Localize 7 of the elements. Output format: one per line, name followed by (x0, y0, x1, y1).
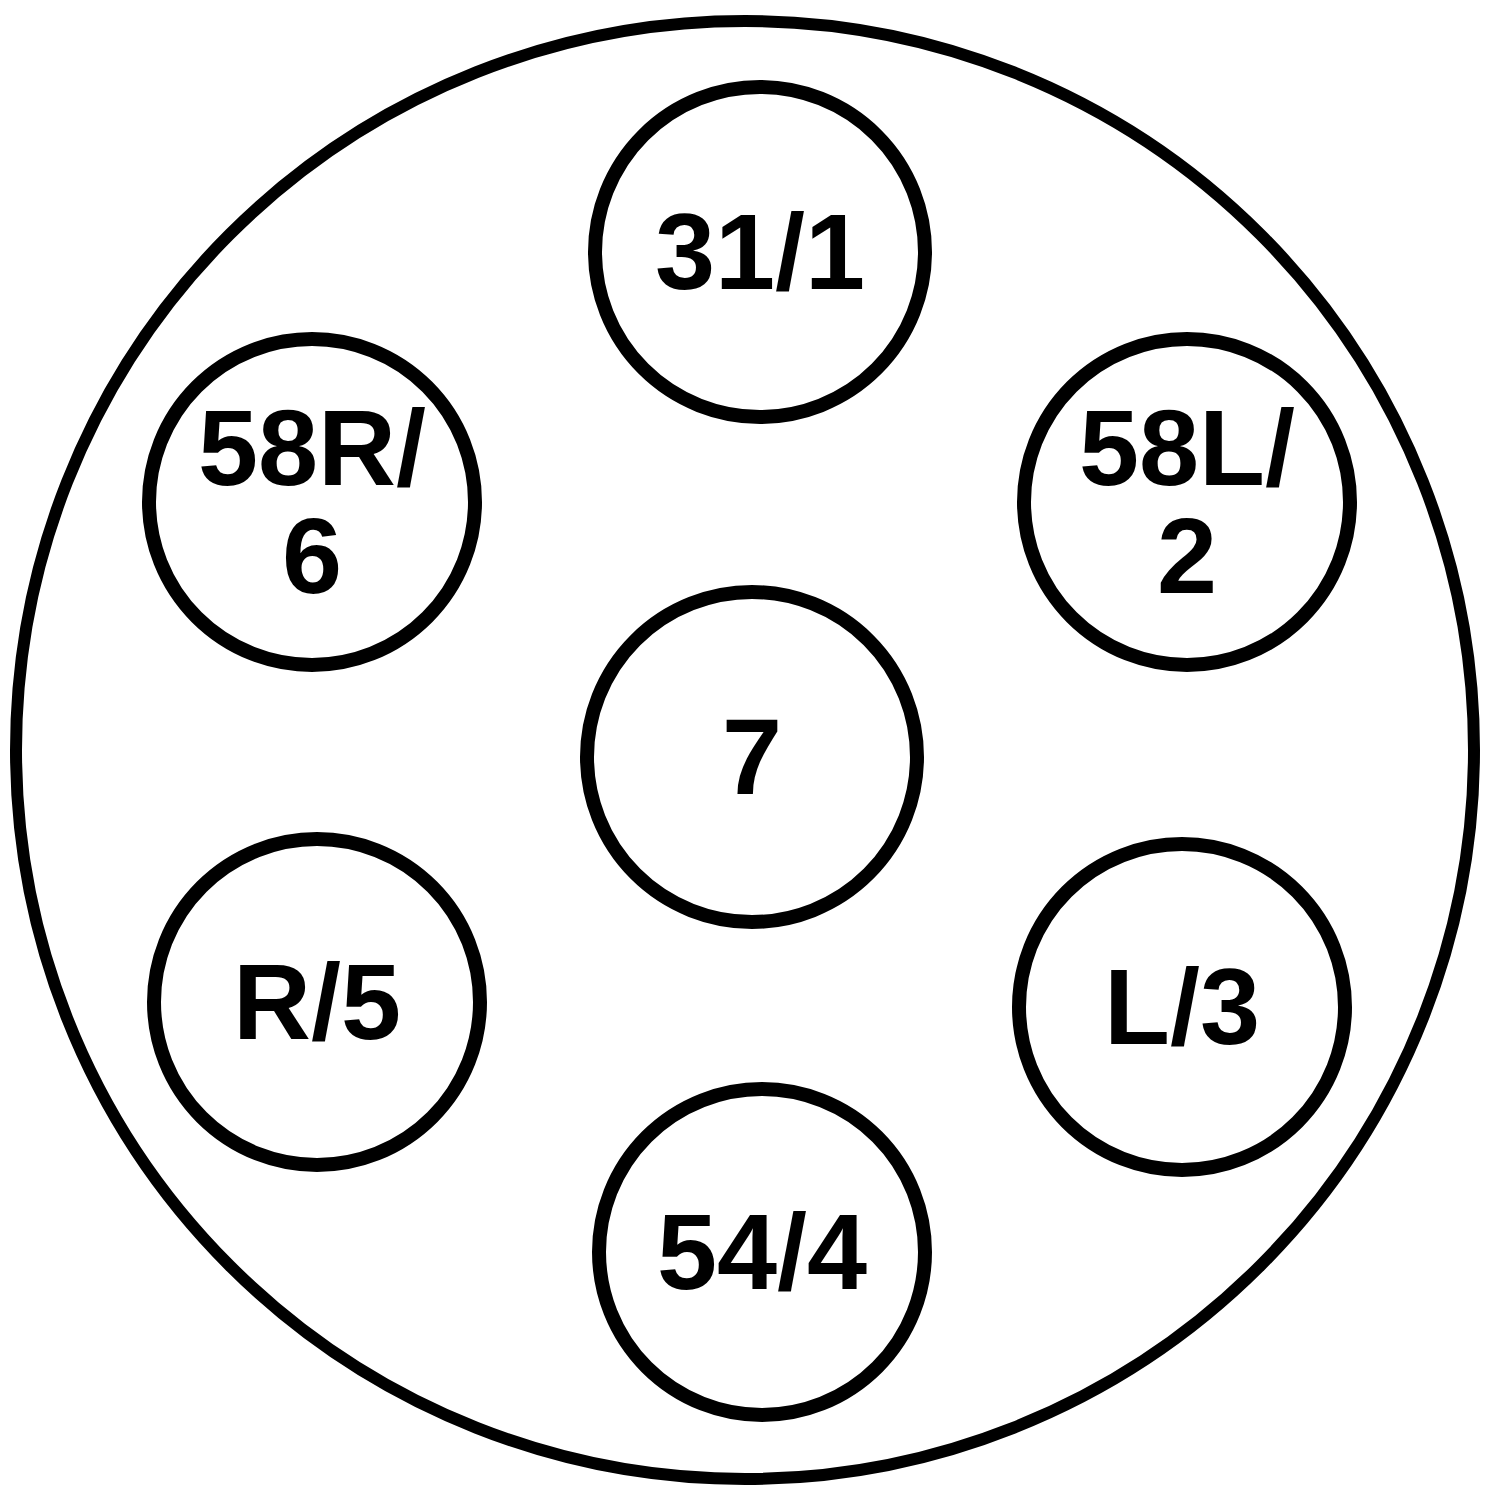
pin-label: 7 (721, 703, 783, 811)
pin-label: 54/4 (656, 1198, 868, 1306)
pin-label: L/3 (1103, 953, 1260, 1061)
pin-label: 58L/ 2 (1077, 394, 1297, 610)
pin-label: 31/1 (654, 198, 866, 306)
pin-label: 58R/ 6 (196, 394, 428, 610)
pin-label: R/5 (232, 948, 402, 1056)
